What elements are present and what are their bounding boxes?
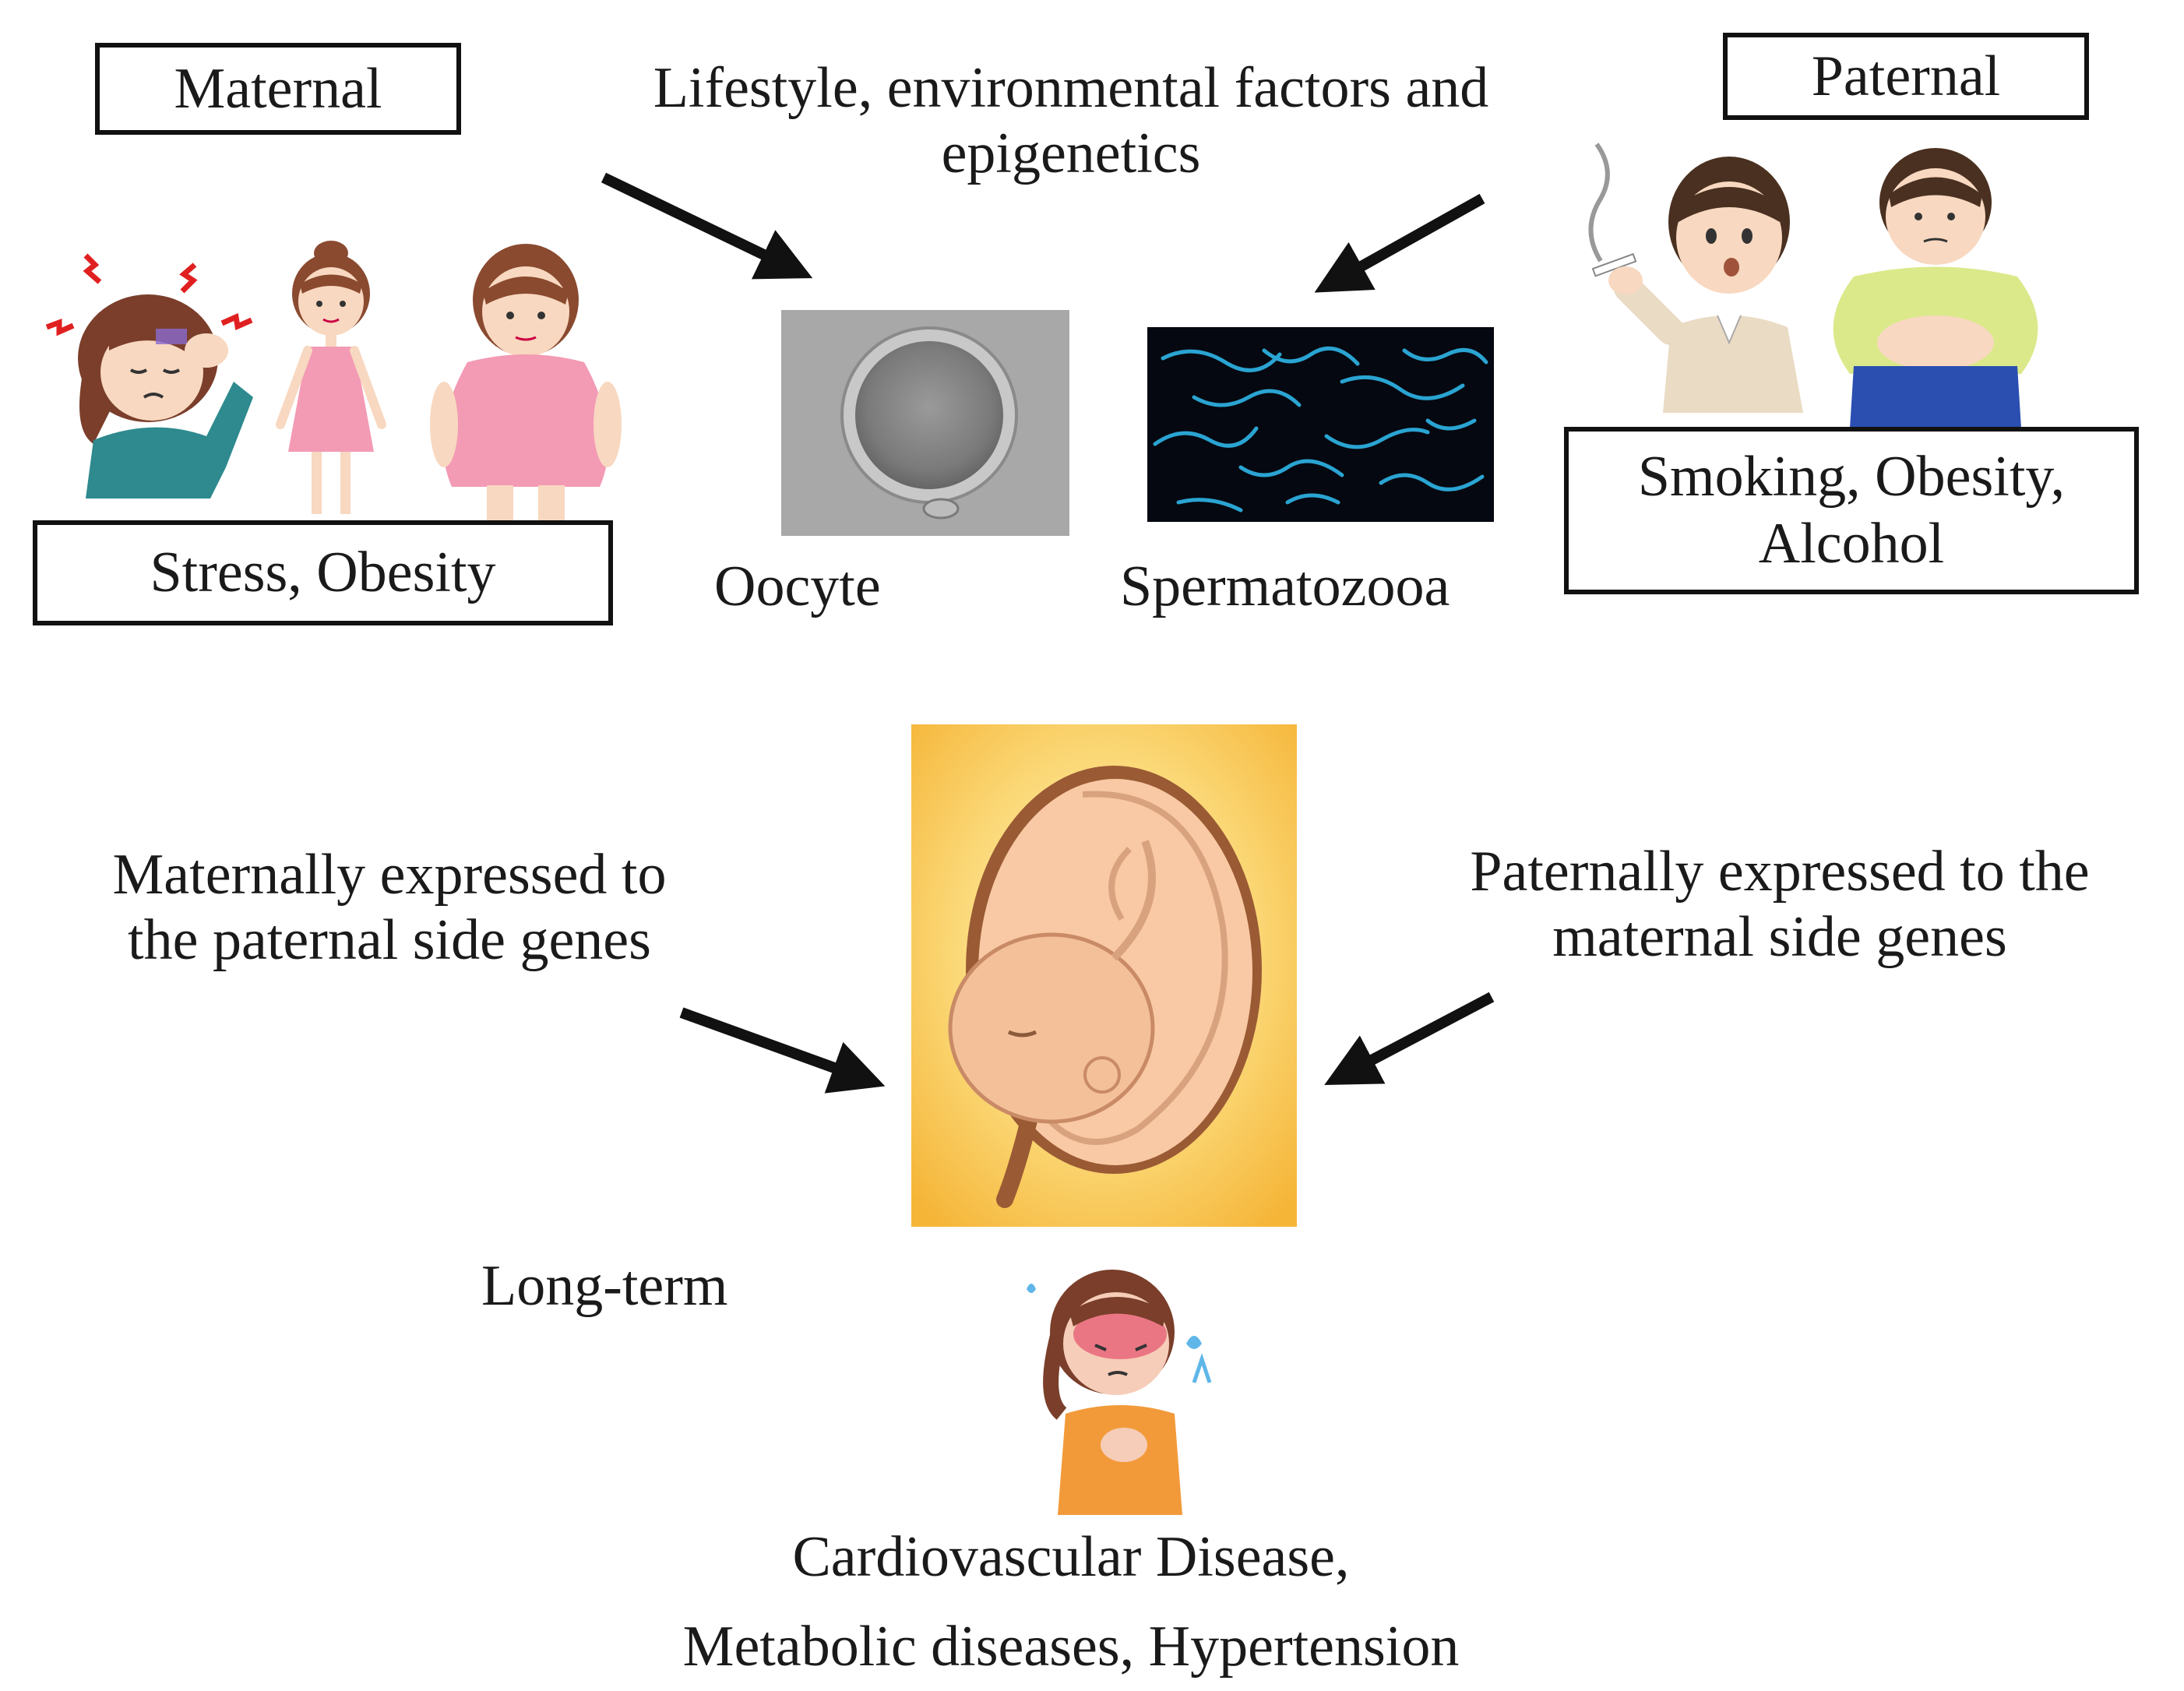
sick-woman-icon bbox=[1027, 1270, 1212, 1515]
arrow-maternal-genes bbox=[679, 1007, 886, 1094]
obese-man-icon bbox=[1833, 148, 2038, 428]
arrow-to-sperm bbox=[1314, 193, 1485, 293]
disease-line-2: Metabolic diseases, Hypertension bbox=[682, 1614, 1460, 1679]
disease-label: Cardiovascular Disease, Metabolic diseas… bbox=[545, 1513, 1597, 1691]
lifestyle-line-2: epigenetics bbox=[941, 121, 1201, 185]
arrow-to-oocyte bbox=[601, 172, 813, 280]
oocyte-label: Oocyte bbox=[714, 555, 881, 618]
lifestyle-line-1: Lifestyle, environmental factors and bbox=[653, 56, 1489, 120]
paternal-factors-line-1: Smoking, Obesity, bbox=[1637, 445, 2066, 509]
paternal-genes-label: Paternally expressed to the maternal sid… bbox=[1406, 840, 2154, 970]
stressed-woman-icon bbox=[45, 253, 253, 498]
maternal-factors: Stress, Obesity bbox=[150, 541, 496, 604]
obese-woman-icon bbox=[430, 244, 622, 524]
sperm-label: Spermatozooa bbox=[1120, 555, 1450, 618]
smoking-man-icon bbox=[1588, 143, 1803, 413]
maternal-genes-line-2: the paternal side genes bbox=[128, 907, 651, 972]
paternal-factors-box: Smoking, Obesity, Alcohol bbox=[1564, 427, 2139, 594]
paternal-factors-line-2: Alcohol bbox=[1758, 511, 1945, 576]
disease-line-1: Cardiovascular Disease, bbox=[792, 1525, 1350, 1589]
maternal-genes-label: Maternally expressed to the paternal sid… bbox=[47, 843, 732, 973]
maternal-genes-line-1: Maternally expressed to bbox=[112, 843, 667, 907]
maternal-title-box: Maternal bbox=[95, 43, 461, 135]
oocyte-image bbox=[781, 310, 1069, 536]
long-term-label: Long-term bbox=[481, 1254, 728, 1318]
maternal-factors-box: Stress, Obesity bbox=[33, 520, 613, 625]
paternal-genes-line-1: Paternally expressed to the bbox=[1470, 840, 2090, 904]
paternal-genes-line-2: maternal side genes bbox=[1552, 904, 2007, 969]
maternal-title: Maternal bbox=[174, 56, 382, 121]
thin-woman-icon bbox=[276, 241, 386, 514]
paternal-title: Paternal bbox=[1811, 44, 2001, 108]
paternal-title-box: Paternal bbox=[1723, 33, 2089, 120]
arrow-paternal-genes bbox=[1324, 992, 1495, 1086]
lifestyle-label: Lifestyle, environmental factors and epi… bbox=[545, 56, 1597, 186]
sperm-image bbox=[1147, 327, 1494, 522]
fetus-icon bbox=[911, 724, 1297, 1227]
